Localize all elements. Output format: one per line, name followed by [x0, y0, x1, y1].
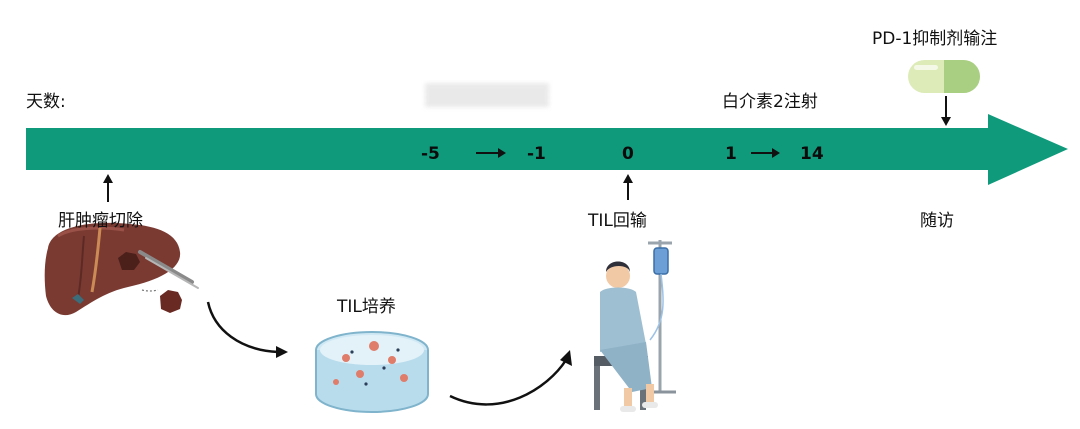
- arrow-down-pd1: [941, 96, 951, 126]
- arrow-up-resection: [103, 174, 113, 202]
- day-minus1: -1: [527, 144, 546, 164]
- timeline-arrow-shape: [26, 114, 1068, 185]
- day-14: 14: [800, 144, 824, 164]
- pill-icon: [908, 60, 980, 93]
- followup-label: 随访: [920, 211, 954, 231]
- pd1-label: PD-1抑制剂输注: [872, 29, 998, 49]
- redacted-text: [425, 84, 549, 108]
- patient-icon: [594, 240, 676, 412]
- arrow-minus5-to-minus1: [476, 148, 506, 158]
- days-label: 天数:: [26, 92, 66, 112]
- day-0: 0: [622, 144, 634, 164]
- infusion-label: TIL回输: [588, 211, 647, 231]
- culture-label: TIL培养: [337, 297, 396, 317]
- curved-arrow-to-culture: [206, 301, 288, 358]
- curved-arrow-to-infusion: [449, 350, 572, 406]
- resection-label: 肝肿瘤切除: [58, 211, 143, 231]
- arrow-up-infusion: [623, 174, 633, 200]
- liver-icon: [44, 222, 199, 316]
- petri-dish-icon: [315, 331, 429, 413]
- day-minus5: -5: [421, 144, 440, 164]
- day-1: 1: [725, 144, 737, 164]
- il2-label: 白介素2注射: [722, 92, 818, 112]
- arrow-1-to-14: [751, 148, 780, 158]
